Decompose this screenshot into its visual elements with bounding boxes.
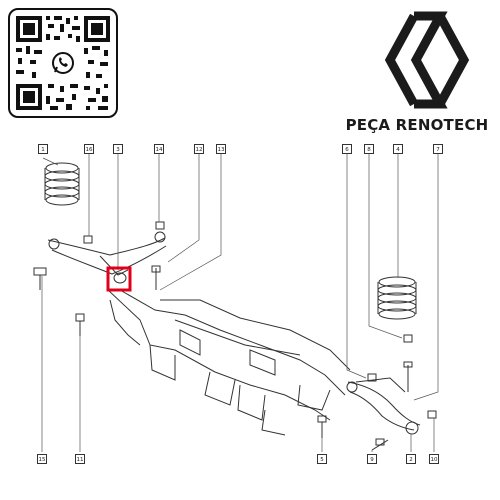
qr-code[interactable] [8, 8, 118, 118]
subframe [107, 289, 351, 436]
callout-7: 7 [433, 144, 443, 154]
callout-12: 12 [194, 144, 204, 154]
callout-4: 4 [393, 144, 403, 154]
callout-11: 11 [75, 454, 85, 464]
bolt-9 [371, 438, 389, 451]
callout-3: 3 [113, 144, 123, 154]
callout-5: 5 [317, 454, 327, 464]
control-arm-right [346, 377, 421, 435]
nut-16 [83, 235, 93, 244]
bolt-15 [33, 267, 47, 290]
nut-8-top [403, 334, 413, 343]
callout-14: 14 [154, 144, 164, 154]
bolt-5 [317, 415, 327, 438]
callout-8: 8 [364, 144, 374, 154]
bolt-7 [403, 361, 413, 392]
qr-code-pattern [16, 16, 110, 110]
renault-diamond-logo [384, 11, 470, 109]
nut-14 [155, 221, 165, 230]
whatsapp-icon [48, 48, 78, 78]
bolt-11 [75, 313, 85, 336]
callout-6: 6 [342, 144, 352, 154]
callout-15: 15 [37, 454, 47, 464]
callout-10: 10 [429, 454, 439, 464]
brand-name: PEÇA RENOTECH [345, 116, 489, 134]
leader-lines [41, 152, 439, 452]
coil-spring-left [44, 162, 80, 206]
bolt-12 [151, 265, 161, 290]
coil-spring-right [377, 276, 417, 320]
callout-9: 9 [367, 454, 377, 464]
control-arm-left [47, 231, 167, 284]
nut-10 [427, 410, 437, 419]
callout-16: 16 [84, 144, 94, 154]
callout-13: 13 [216, 144, 226, 154]
nut-6 [367, 373, 377, 382]
callout-1: 1 [38, 144, 48, 154]
callout-2: 2 [406, 454, 416, 464]
highlighted-bushing [106, 266, 132, 292]
